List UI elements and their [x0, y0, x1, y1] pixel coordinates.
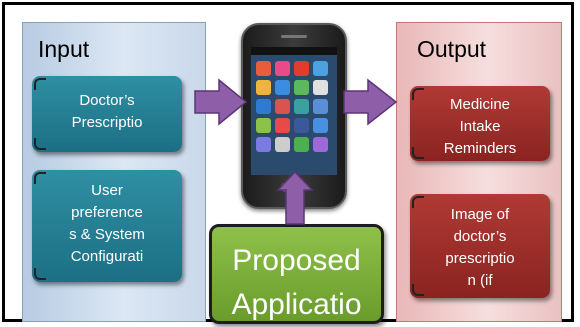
- app-icon: [294, 99, 309, 114]
- app-icon: [256, 80, 271, 95]
- box-text-line: s & System: [69, 226, 145, 243]
- doctor-prescription-box: Doctor’s Prescriptio: [32, 76, 182, 152]
- input-title: Input: [38, 36, 90, 62]
- app-icon: [275, 137, 290, 152]
- app-icon: [256, 118, 271, 133]
- proposed-application-box: Proposed Applicatio: [209, 224, 384, 324]
- prescription-image-box: Image of doctor’s prescriptio n (if: [410, 194, 550, 298]
- app-icon: [256, 137, 271, 152]
- box-text-line: User: [91, 182, 123, 199]
- app-grid: [256, 61, 328, 152]
- app-icon: [313, 99, 328, 114]
- app-icon: [294, 118, 309, 133]
- box-text-line: Proposed: [232, 244, 361, 277]
- app-icon: [313, 61, 328, 76]
- box-text-line: n (if: [467, 272, 493, 289]
- app-icon: [313, 137, 328, 152]
- app-icon: [313, 80, 328, 95]
- app-icon: [275, 118, 290, 133]
- box-text-line: preference: [71, 204, 143, 221]
- box-text-line: prescriptio: [445, 250, 515, 267]
- box-text-line: Medicine: [449, 96, 511, 113]
- app-icon: [275, 61, 290, 76]
- arrow-proposed-to-app: [276, 170, 314, 225]
- app-icon: [256, 99, 271, 114]
- box-text-line: Image of: [450, 206, 510, 223]
- box-text-line: doctor’s: [453, 228, 507, 245]
- phone-status-bar: [251, 47, 337, 55]
- app-icon: [256, 61, 271, 76]
- app-icon: [275, 80, 290, 95]
- box-text-line: Prescriptio: [71, 114, 143, 131]
- phone-speaker: [281, 35, 307, 38]
- medicine-reminders-box: Medicine Intake Reminders: [410, 86, 550, 161]
- app-icon: [313, 118, 328, 133]
- app-icon: [294, 137, 309, 152]
- app-icon: [294, 80, 309, 95]
- box-text-line: Configurati: [70, 248, 144, 265]
- user-preferences-box: User preference s & System Configurati: [32, 170, 182, 282]
- box-text-line: Intake: [459, 118, 501, 135]
- box-text-line: Applicatio: [231, 288, 362, 321]
- phone-screen: [251, 47, 337, 175]
- box-text-line: Doctor’s: [79, 92, 135, 109]
- arrow-app-to-output: [343, 78, 398, 126]
- arrow-input-to-app: [194, 78, 248, 126]
- output-title: Output: [417, 36, 487, 62]
- box-text-line: Reminders: [443, 140, 517, 157]
- app-icon: [275, 99, 290, 114]
- app-icon: [294, 61, 309, 76]
